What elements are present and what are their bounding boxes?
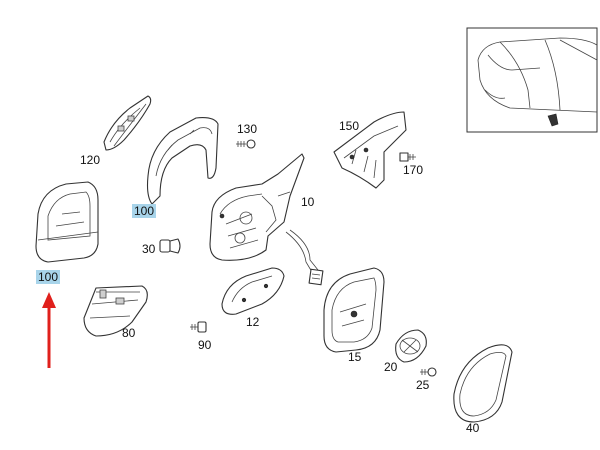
- part-20-motor: [395, 329, 427, 363]
- vehicle-locator-inset: [466, 27, 598, 133]
- part-30-bulb: [159, 238, 181, 254]
- part-10-mirror-body: [209, 153, 324, 286]
- label-15: 15: [348, 350, 362, 364]
- part-130-screw: [236, 139, 256, 149]
- label-150: 150: [339, 119, 360, 133]
- label-100-upper: 100: [132, 204, 157, 218]
- label-10: 10: [301, 195, 315, 209]
- part-100-mirror-cap-lower: [35, 181, 99, 263]
- part-25-screw: [420, 367, 437, 377]
- label-170: 170: [403, 163, 424, 177]
- label-20: 20: [384, 360, 398, 374]
- label-120: 120: [80, 153, 101, 167]
- part-15-glass-carrier: [323, 267, 385, 353]
- part-120-turn-signal: [103, 95, 152, 151]
- label-25: 25: [416, 378, 430, 392]
- part-90-screw: [190, 321, 207, 333]
- label-40: 40: [466, 421, 480, 435]
- part-100-mirror-housing-upper: [146, 117, 219, 205]
- label-90: 90: [198, 338, 212, 352]
- label-30: 30: [142, 242, 156, 256]
- label-80: 80: [122, 326, 136, 340]
- label-12: 12: [246, 315, 260, 329]
- mirror-location-marker: [547, 113, 559, 127]
- indicator-arrow: [42, 292, 56, 368]
- part-12-lower-cover: [221, 267, 285, 315]
- label-130: 130: [237, 122, 258, 136]
- part-40-mirror-glass: [453, 344, 513, 423]
- label-100-lower: 100: [36, 270, 61, 284]
- part-170-bolt: [399, 152, 416, 162]
- part-150-base-bracket: [333, 111, 407, 189]
- part-80-lamp-housing: [83, 285, 148, 337]
